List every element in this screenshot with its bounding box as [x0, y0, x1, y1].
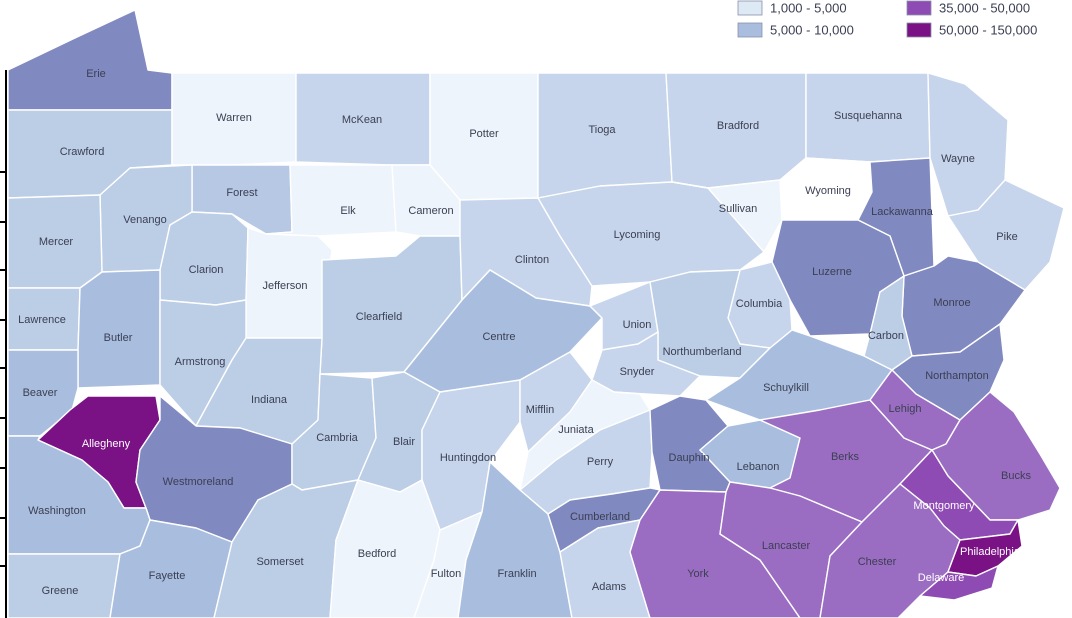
legend-items: 1,000 - 5,000 5,000 - 10,000 35,000 - 50,0…: [737, 0, 1037, 38]
county-clarion[interactable]: [159, 211, 249, 306]
county-delaware[interactable]: [919, 565, 999, 601]
county-jefferson[interactable]: [245, 227, 333, 339]
county-tioga[interactable]: [537, 72, 673, 199]
county-mckean[interactable]: [295, 72, 431, 166]
legend-swatch: [737, 0, 763, 16]
left-frame-ticks: [0, 70, 7, 618]
county-fayette[interactable]: [109, 519, 233, 618]
legend-swatch: [906, 0, 932, 16]
county-erie[interactable]: [7, 9, 173, 111]
county-bradford[interactable]: [665, 72, 807, 189]
legend-swatch: [906, 22, 932, 38]
legend-label: 35,000 - 50,000: [939, 0, 1030, 15]
county-greene[interactable]: [7, 553, 121, 618]
county-warren[interactable]: [171, 72, 297, 166]
county-susquehanna[interactable]: [805, 72, 931, 163]
legend-label: 50,000 - 150,000: [939, 22, 1037, 37]
legend-swatch: [737, 22, 763, 38]
legend-label: 5,000 - 10,000: [770, 22, 854, 37]
legend-label: 1,000 - 5,000: [770, 0, 847, 15]
county-potter[interactable]: [429, 72, 539, 201]
county-lawrence[interactable]: [7, 287, 81, 351]
county-mercer[interactable]: [7, 194, 103, 289]
counties-layer: [7, 9, 1065, 618]
county-butler[interactable]: [77, 269, 161, 389]
